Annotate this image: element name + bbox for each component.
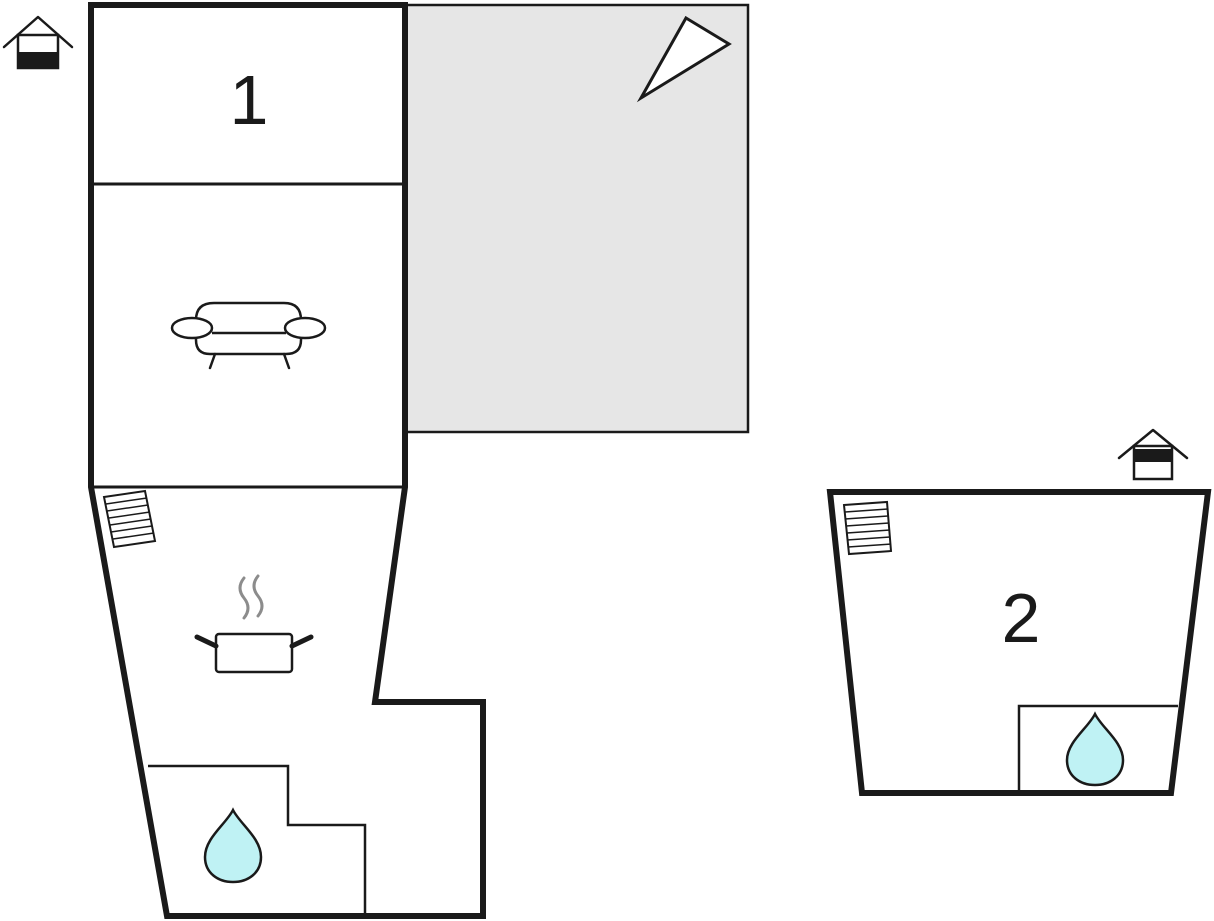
house-floor-icon xyxy=(1117,428,1189,481)
water-drop-icon xyxy=(203,807,263,884)
room-number-1: 1 xyxy=(230,61,269,139)
water-drop-icon xyxy=(1065,711,1125,787)
wall-bathroom-2 xyxy=(1017,704,1178,793)
stairs-icon xyxy=(102,489,157,549)
floor-2-outline xyxy=(826,489,1212,796)
house-floor-icon xyxy=(2,15,74,70)
stairs-icon xyxy=(842,500,893,556)
cooking-pot-icon xyxy=(194,574,314,674)
room-number-2: 2 xyxy=(1002,579,1041,657)
terrace xyxy=(403,3,750,434)
wall-bathroom-1 xyxy=(148,764,367,916)
sofa-icon xyxy=(170,301,327,370)
floor-1-outline xyxy=(88,2,486,919)
north-arrow-icon xyxy=(636,15,732,103)
